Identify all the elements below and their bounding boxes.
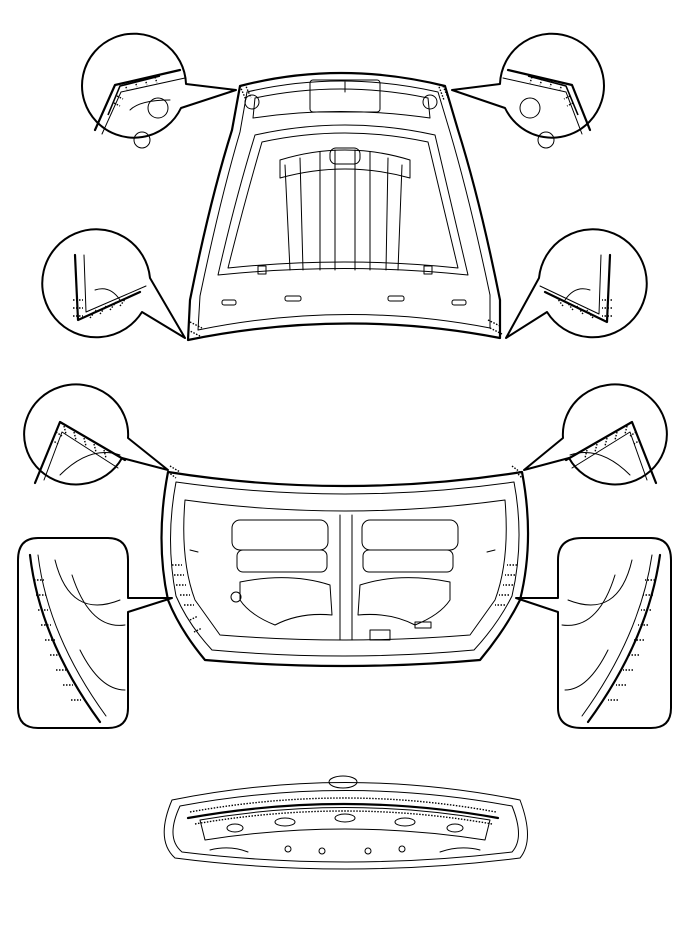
trunk-panel-right-2 (362, 549, 454, 573)
rear-sealer-marks-1 (189, 797, 497, 813)
trunk-sealer-top-left (167, 465, 181, 479)
rear-hole-2 (274, 817, 296, 827)
rear-hole-5 (446, 823, 464, 833)
rear-pin-1 (284, 845, 292, 853)
hood-outer-edge (186, 71, 502, 342)
rear-outer-outline-2 (172, 790, 519, 863)
hood-top-beam (252, 88, 431, 119)
hood-callout-top-right (451, 32, 605, 149)
rear-hole-4 (394, 817, 416, 827)
hood-slot-4 (451, 299, 467, 306)
hood-callout-bottom-right (505, 228, 648, 339)
trunk-outer-edge (160, 470, 530, 668)
hood-hinge-hole-left (244, 94, 260, 110)
hood-latch-area (309, 79, 381, 113)
trunk-hole-left (230, 591, 242, 603)
trunk-callout-bottom-right (515, 537, 672, 729)
hood-tab-right (423, 265, 433, 275)
hood-callout-top-left (81, 32, 237, 149)
trunk-latch (369, 629, 391, 641)
trunk-center-rib (339, 514, 353, 641)
hood-center-boss (329, 147, 361, 165)
rear-bottom-curves (209, 847, 481, 853)
trunk-lid-panel (160, 465, 530, 668)
trunk-slot (414, 621, 432, 629)
hood-panel (186, 71, 503, 342)
trunk-panel-left-2 (236, 549, 328, 573)
rear-sealer-bead (186, 802, 500, 820)
trunk-callout-top-left (23, 383, 169, 486)
hood-tab-left (257, 265, 267, 275)
hood-ribs (284, 149, 403, 271)
trunk-panel-left-3 (239, 577, 333, 626)
hood-inner-edge (197, 80, 491, 331)
hood-sealer-top-right (437, 83, 450, 101)
rear-pin-4 (398, 845, 406, 853)
rear-bottom-view (163, 775, 528, 870)
hood-slot-1 (221, 299, 237, 306)
rear-pin-2 (318, 847, 326, 855)
trunk-panel-right-3 (357, 577, 451, 626)
trunk-inner-edge (170, 481, 520, 657)
rear-hole-3 (334, 813, 356, 823)
rear-sealer-marks-2 (194, 810, 493, 825)
hood-inner-frame-2 (227, 132, 459, 269)
trunk-callout-bottom-left (17, 537, 173, 729)
rear-pin-3 (364, 847, 372, 855)
hood-inner-frame (217, 124, 469, 276)
trunk-panel-right-1 (361, 519, 459, 551)
rear-hole-1 (226, 823, 244, 833)
trunk-sealer-side-right (495, 564, 517, 606)
trunk-side-tabs (189, 549, 496, 553)
hood-callout-bottom-left (41, 228, 186, 339)
rear-inner-panel (199, 807, 491, 841)
trunk-panel-left-1 (231, 519, 329, 551)
hood-slot-2 (284, 295, 302, 302)
trunk-callout-top-right (523, 383, 668, 486)
hood-sealer-top-left (239, 83, 252, 101)
rear-emblem (328, 775, 358, 789)
trunk-sealer-side-left (172, 564, 203, 633)
trunk-inner-frame (183, 499, 507, 641)
rear-outer-outline (163, 782, 528, 870)
hood-hinge-hole-right (422, 94, 438, 110)
hood-slot-3 (387, 295, 405, 302)
hood-cross-beam (279, 149, 411, 179)
hood-sealer-bottom-left (187, 321, 203, 337)
hood-sealer-bottom-right (487, 319, 503, 335)
trunk-sealer-top-right (511, 465, 523, 479)
